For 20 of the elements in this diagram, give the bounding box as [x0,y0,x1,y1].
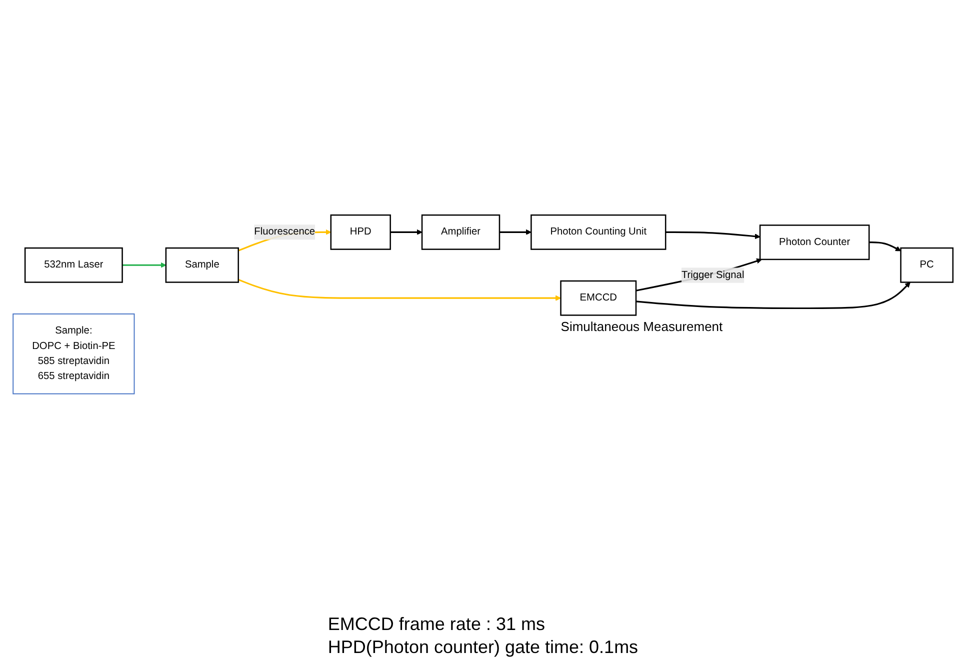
arrow [238,278,562,300]
note-text: HPD(Photon counter) gate time: 0.1ms [328,637,638,658]
process-box: HPD [330,214,391,250]
process-box: Sample [165,246,239,282]
arrow [666,230,760,239]
process-box: Amplifier [421,214,500,250]
process-box: PC [900,246,954,282]
arrow [636,258,762,291]
process-box: EMCCD [560,280,637,316]
process-box: 532nm Laser [24,246,123,282]
arrow [390,228,422,235]
arrow [500,228,532,235]
process-box: Photon Counter [759,224,870,260]
arrow [636,282,910,309]
info-box: Sample: DOPC + Biotin-PE 585 streptavidin 655 streptavidin [12,313,135,394]
process-box: Photon Counting Unit [530,214,666,250]
caption-text: Simultaneous Measurement [560,318,723,334]
arrow [122,262,166,268]
note-text: EMCCD frame rate : 31 ms [328,614,546,635]
arrow [869,241,902,251]
